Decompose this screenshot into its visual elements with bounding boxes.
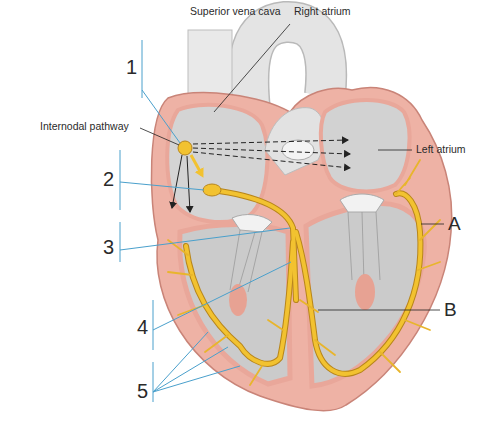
valve — [340, 194, 384, 212]
right-atrium — [167, 105, 267, 222]
callout-letter: B — [444, 300, 457, 321]
conduction-system — [168, 160, 440, 385]
heart-wall — [151, 88, 451, 411]
callout-number: 1 — [126, 56, 137, 78]
left-atrium — [321, 100, 410, 191]
leader-line — [140, 24, 444, 310]
part-label: Right atrium — [294, 6, 351, 18]
part-label: Left atrium — [416, 144, 466, 156]
impulse-arrow — [191, 155, 202, 175]
impulse-arrow — [172, 140, 350, 212]
av-node — [203, 184, 221, 196]
leader-line — [120, 40, 291, 402]
part-label: Superior vena cava — [190, 6, 280, 18]
callout-number: 2 — [103, 168, 114, 190]
sa-node — [178, 141, 192, 155]
callout-number: 3 — [103, 236, 114, 258]
valve — [232, 215, 272, 232]
valve — [282, 140, 314, 160]
papillary-muscle — [355, 274, 375, 310]
papillary-muscle — [229, 284, 247, 316]
callout-number: 5 — [137, 380, 148, 402]
part-label: Internodal pathway — [40, 121, 129, 133]
callout-number: 4 — [137, 316, 148, 338]
callout-letter: A — [448, 214, 461, 235]
